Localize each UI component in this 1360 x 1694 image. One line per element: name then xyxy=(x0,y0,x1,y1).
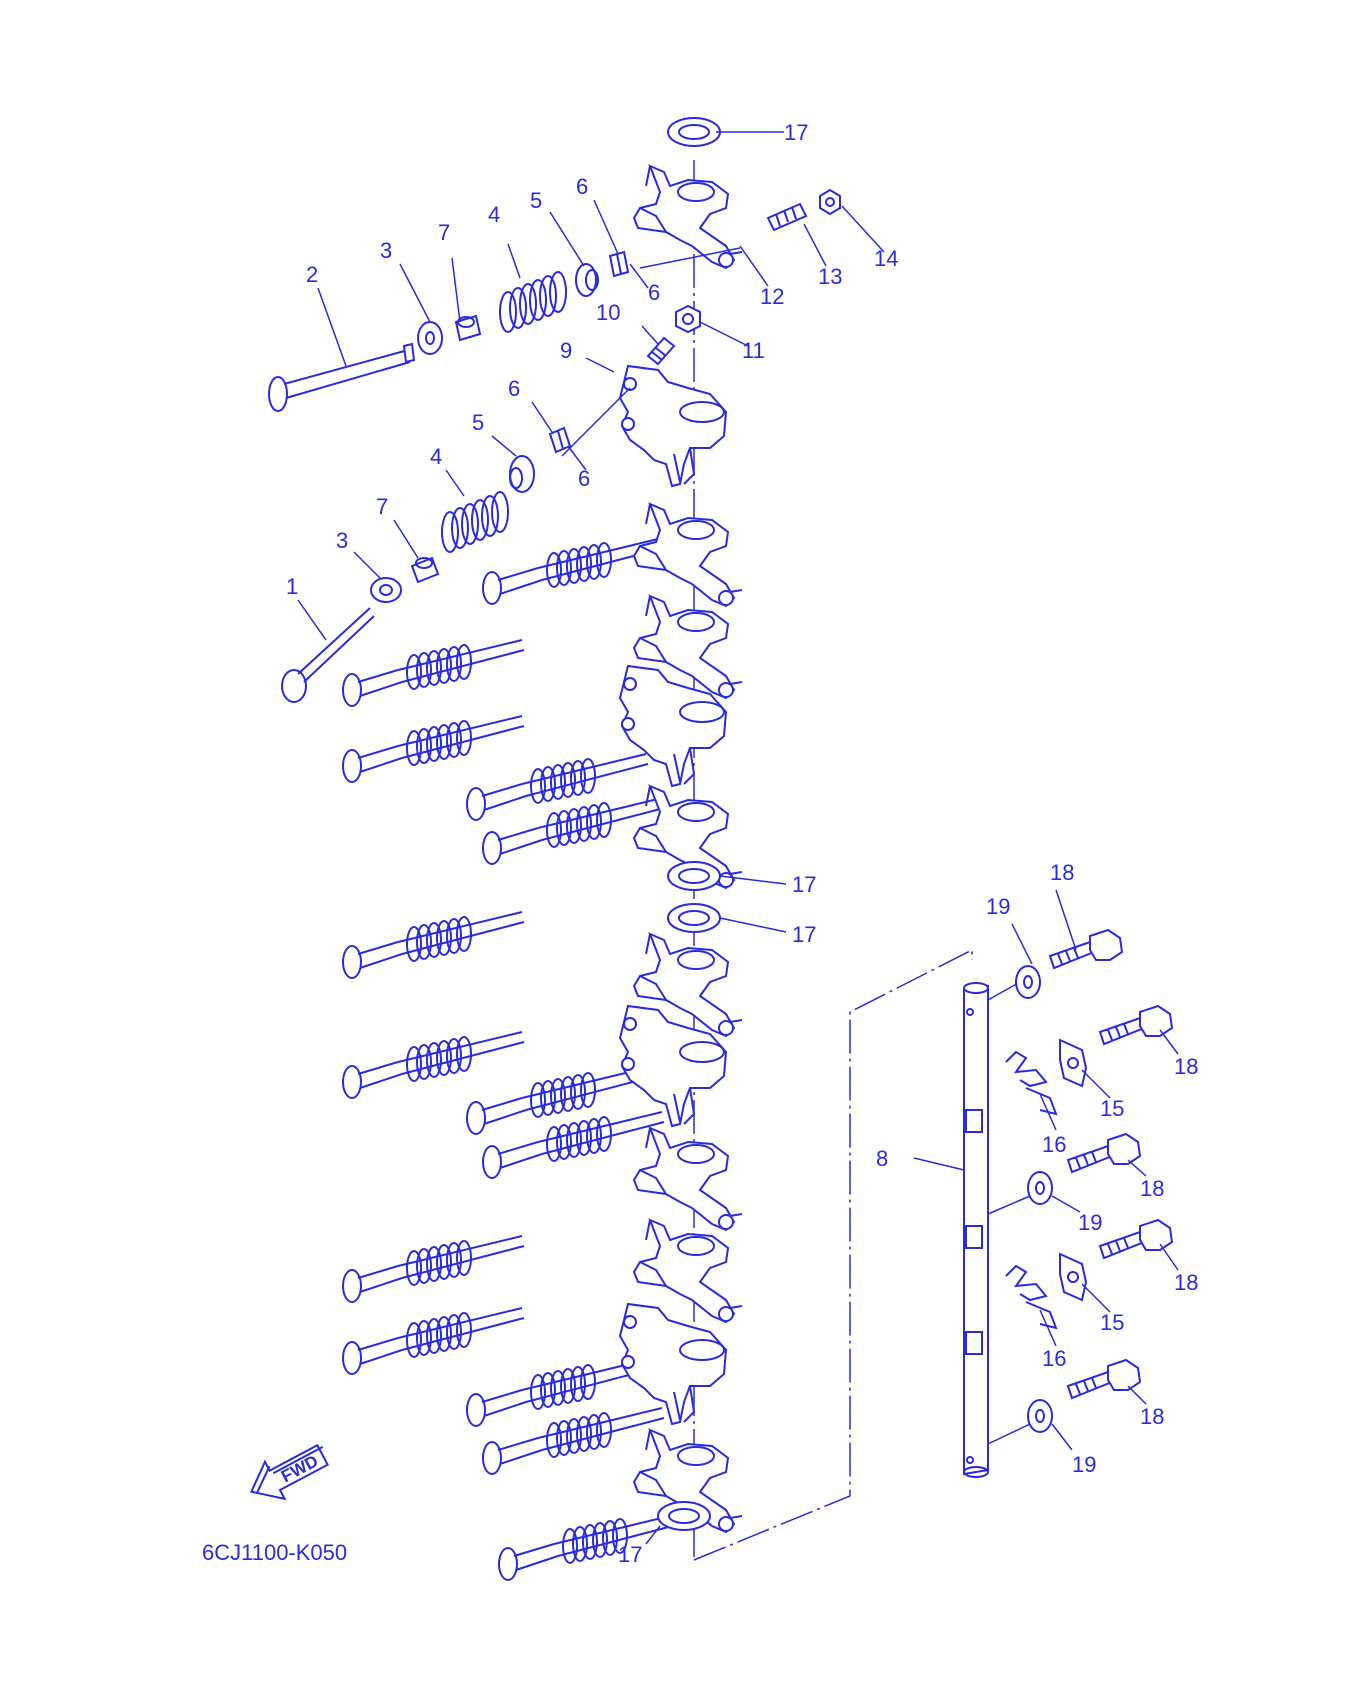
plate-15-lower xyxy=(1059,1253,1087,1301)
callout-17-bottom: 17 xyxy=(618,1542,642,1567)
callout-8: 8 xyxy=(876,1146,888,1171)
valve-assembly-n xyxy=(498,1513,681,1581)
callout-4-lower: 4 xyxy=(430,444,442,469)
callout-10: 10 xyxy=(596,300,620,325)
drawing-code: 6CJ1100-K050 xyxy=(202,1540,347,1565)
callout-18-d: 18 xyxy=(1174,1270,1198,1295)
valve-spring-4-mid xyxy=(441,491,509,553)
valve-stem-seal-7-mid xyxy=(410,556,440,584)
adjusting-screw-10 xyxy=(646,336,676,366)
rocker-arm-big-d xyxy=(619,1303,727,1425)
callout-14: 14 xyxy=(874,246,898,271)
bolt-18-1 xyxy=(1049,929,1123,969)
valve-assembly-g xyxy=(342,1031,525,1099)
callout-2: 2 xyxy=(306,262,318,287)
callout-13: 13 xyxy=(818,264,842,289)
callout-18-e: 18 xyxy=(1140,1404,1164,1429)
rocker-arm-e xyxy=(633,1127,743,1231)
callout-3-lower: 3 xyxy=(336,528,348,553)
lock-nut xyxy=(819,188,841,216)
valve-assembly-e xyxy=(482,797,665,865)
callout-6-c: 6 xyxy=(508,376,520,401)
washer-17-mid1 xyxy=(667,861,721,891)
rocker-shaft-8 xyxy=(963,982,989,1478)
valve-assembly-c xyxy=(342,715,525,783)
callout-19-top: 19 xyxy=(986,894,1010,919)
callout-labels: 1 2 3 3 4 4 5 5 6 6 6 6 7 7 8 9 10 11 12… xyxy=(286,120,1198,1567)
washer-19-bottom xyxy=(1027,1399,1053,1433)
valve-assembly-k xyxy=(342,1307,525,1375)
bolt-18-2 xyxy=(1099,1005,1173,1045)
valve-spring-4-upper xyxy=(499,271,567,333)
callout-19-mid: 19 xyxy=(1078,1210,1102,1235)
bolt-18-5 xyxy=(1067,1359,1141,1399)
callout-18-b: 18 xyxy=(1174,1054,1198,1079)
callout-16-upper: 16 xyxy=(1042,1132,1066,1157)
rocker-arm-9 xyxy=(619,365,727,487)
callout-19-bottom: 19 xyxy=(1072,1452,1096,1477)
valve-assembly-m xyxy=(482,1407,665,1475)
valve-assembly-f xyxy=(342,911,525,979)
clip-16-lower xyxy=(1005,1265,1057,1329)
bolt-18-3 xyxy=(1067,1133,1141,1173)
callout-11: 11 xyxy=(742,338,765,363)
callout-6-d: 6 xyxy=(578,466,590,491)
washer-17-mid2 xyxy=(667,903,721,933)
washer-19-mid xyxy=(1027,1171,1053,1205)
callout-1: 1 xyxy=(286,574,298,599)
callout-4-upper: 4 xyxy=(488,202,500,227)
washer-17-bottom xyxy=(657,1501,711,1531)
callout-17-top: 17 xyxy=(784,120,808,145)
callout-7-upper: 7 xyxy=(438,220,450,245)
adjusting-screw xyxy=(766,202,808,232)
rocker-arm-a xyxy=(633,503,743,607)
valve-2 xyxy=(268,342,416,412)
washer-17-top xyxy=(667,117,721,147)
valve-assembly-l xyxy=(466,1359,649,1427)
callout-16-lower: 16 xyxy=(1042,1346,1066,1371)
callout-15-lower: 15 xyxy=(1100,1310,1124,1335)
rocker-arm-top xyxy=(633,165,743,269)
bolt-18-4 xyxy=(1099,1219,1173,1259)
valve-assembly-a xyxy=(482,537,665,605)
valve-assembly-b xyxy=(342,639,525,707)
plate-15-upper xyxy=(1059,1039,1087,1087)
leader-lines xyxy=(297,131,1179,1545)
callout-5-lower: 5 xyxy=(472,410,484,435)
callout-17-mid2: 17 xyxy=(792,922,816,947)
callout-18-a: 18 xyxy=(1050,860,1074,885)
callout-12: 12 xyxy=(760,284,784,309)
valve-1 xyxy=(281,607,375,703)
spring-retainer-5-upper xyxy=(575,263,599,297)
callout-7-lower: 7 xyxy=(376,494,388,519)
callout-15-upper: 15 xyxy=(1100,1096,1124,1121)
valve-assembly-d xyxy=(466,753,649,821)
valve-cotter-6-upper xyxy=(608,250,630,278)
callout-18-c: 18 xyxy=(1140,1176,1164,1201)
valve-seat-3-upper xyxy=(417,321,443,355)
washer-19-top xyxy=(1015,965,1041,999)
callout-5-upper: 5 xyxy=(530,188,542,213)
valve-assembly-h xyxy=(466,1067,649,1135)
callout-17-mid1: 17 xyxy=(792,872,816,897)
valve-assembly-i xyxy=(482,1111,665,1179)
valve-seat-3-mid xyxy=(370,577,402,603)
valve-stem-seal-7-upper xyxy=(454,314,482,342)
clip-16-upper xyxy=(1005,1051,1057,1115)
callout-6-a: 6 xyxy=(576,174,588,199)
callout-9: 9 xyxy=(560,338,572,363)
valve-assembly-j xyxy=(342,1235,525,1303)
spring-retainer-5-mid xyxy=(509,455,535,493)
fwd-arrow-icon: FWD xyxy=(249,1443,330,1501)
callout-3-upper: 3 xyxy=(380,238,392,263)
valve-cotter-6-mid xyxy=(548,426,572,454)
lock-nut-11 xyxy=(675,304,701,334)
callout-6-b: 6 xyxy=(648,280,660,305)
